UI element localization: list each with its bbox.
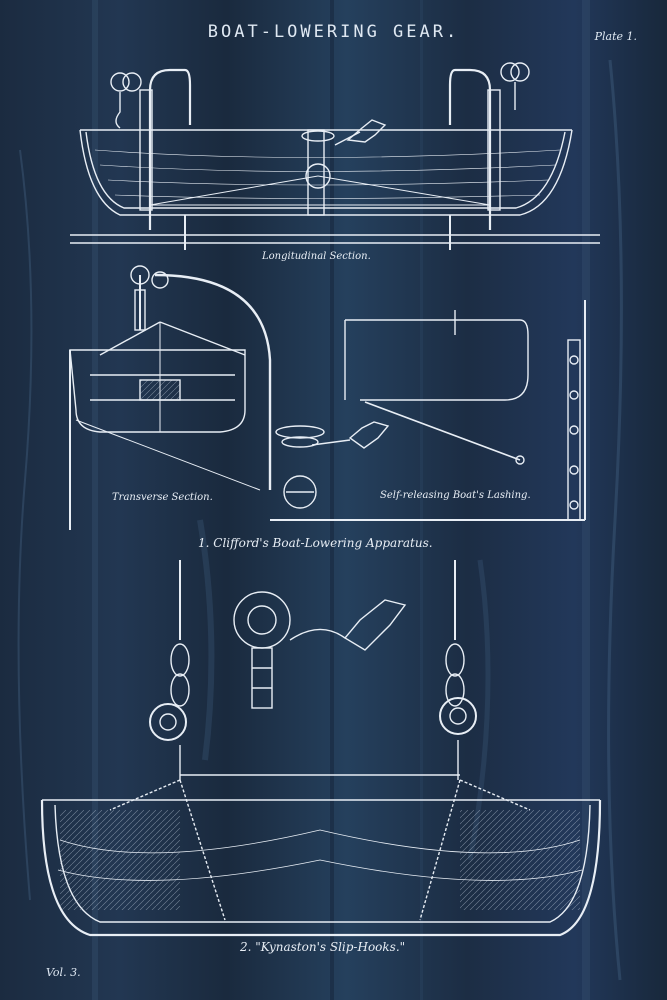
figure-2-caption: 2. "Kynaston's Slip-Hooks." — [240, 940, 406, 954]
transverse-section-label: Transverse Section. — [112, 492, 213, 503]
plate-title: BOAT-LOWERING GEAR. — [207, 22, 460, 42]
self-releasing-lashing-drawing — [270, 300, 586, 521]
plate-number: Plate 1. — [594, 30, 637, 43]
lashing-label: Self-releasing Boat's Lashing. — [380, 490, 531, 501]
figure-1-caption: 1. Clifford's Boat-Lowering Apparatus. — [198, 536, 433, 550]
transverse-section-drawing — [69, 265, 272, 530]
slip-hooks-drawing — [40, 560, 602, 937]
longitudinal-section-label: Longitudinal Section. — [262, 251, 371, 262]
volume-label: Vol. 3. — [46, 966, 81, 979]
longitudinal-section-drawing — [70, 62, 600, 250]
